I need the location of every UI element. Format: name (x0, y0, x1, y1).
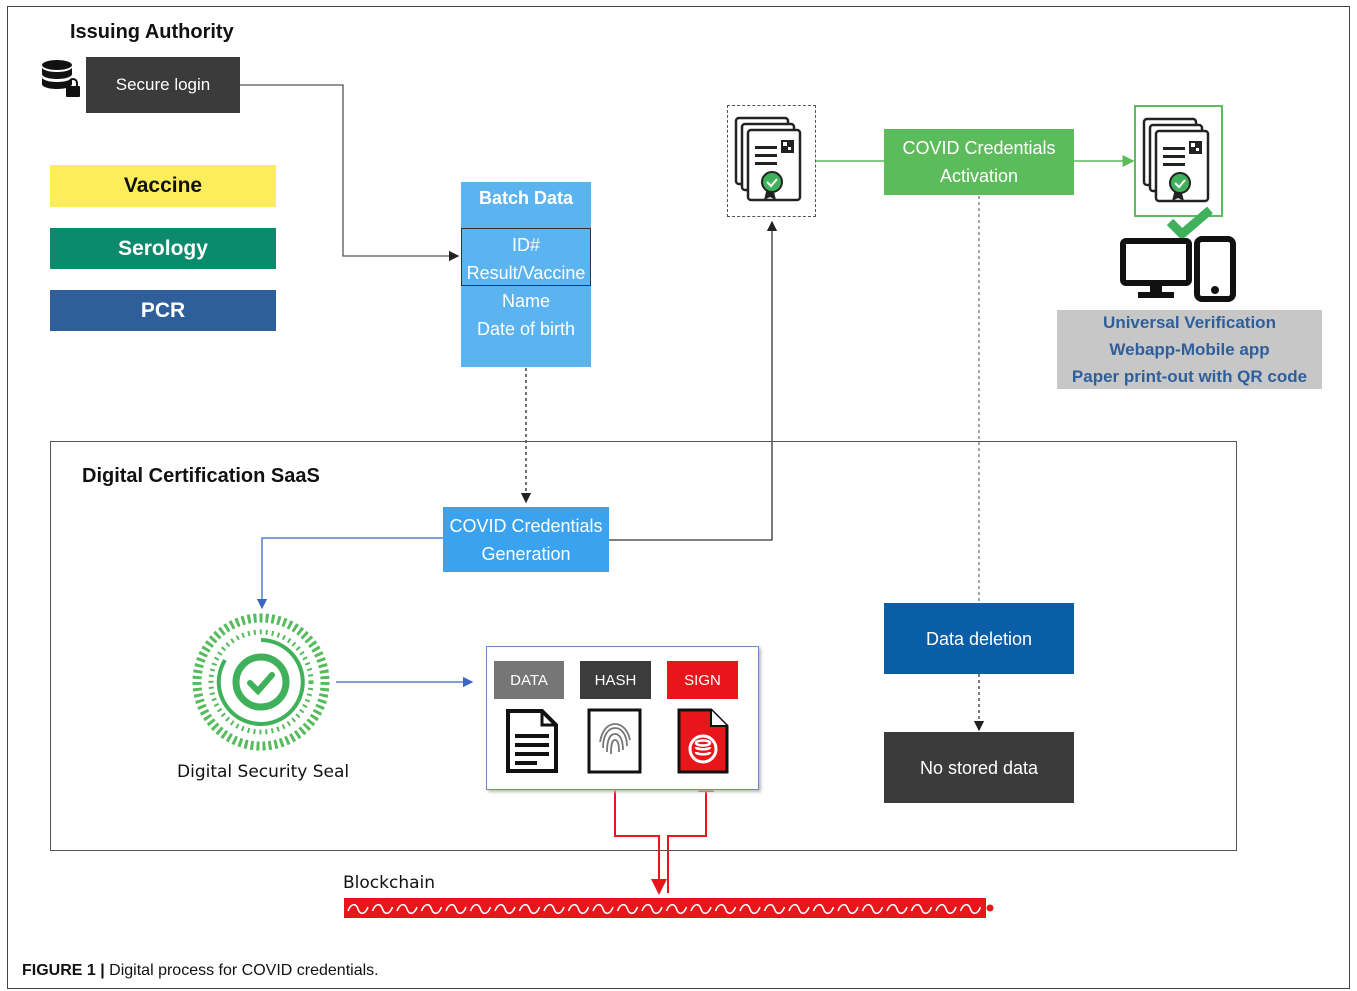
verification-line-1: Universal Verification (1103, 313, 1276, 332)
batch-data-highlight (461, 228, 591, 286)
batch-field-dob: Date of birth (476, 319, 576, 339)
certificate-stack-pending (727, 105, 816, 217)
blockchain-link (616, 903, 639, 915)
legend-serology: Serology (50, 228, 276, 269)
figure-frame (7, 6, 1350, 989)
verification-box: Universal Verification Webapp-Mobile app… (1057, 310, 1322, 389)
blockchain-link (935, 903, 957, 915)
activation-label-line1: COVID Credentials (902, 138, 1056, 158)
blockchain-label: Blockchain (343, 873, 436, 893)
desktop-monitor-icon (1120, 238, 1192, 300)
batch-field-result: Result/Vaccine (466, 263, 586, 283)
blockchain-link (665, 903, 688, 915)
saas-container (50, 441, 1237, 851)
secure-login-label: Secure login (115, 75, 211, 94)
generation-label-line2: Generation (481, 543, 571, 564)
activation-label-line2: Activation (939, 166, 1019, 186)
batch-data-header: Batch Data (478, 187, 574, 208)
generation-box: COVID Credentials Generation (443, 507, 609, 572)
verification-line-2: Webapp-Mobile app (1109, 340, 1270, 359)
blockchain-link (812, 903, 835, 915)
database-lock-icon (40, 58, 82, 100)
legend-serology-label: Serology (118, 236, 208, 260)
step-hash-tag: HASH (580, 661, 651, 699)
step-data-tag: DATA (494, 661, 564, 699)
blockchain-link (445, 903, 467, 915)
document-icon (505, 708, 559, 774)
verified-certificate-icon (1142, 117, 1210, 203)
blockchain-link (494, 903, 516, 915)
secure-login-box[interactable]: Secure login (86, 57, 240, 113)
batch-data-box: Batch Data ID# Result/Vaccine Name Date … (461, 182, 591, 367)
blockchain-link (469, 903, 492, 915)
certificate-stack-icon (734, 116, 802, 202)
blockchain-link (543, 903, 565, 915)
blockchain-chain-icon (344, 895, 994, 921)
blockchain-link (420, 903, 443, 915)
batch-field-name: Name (501, 291, 550, 311)
blockchain-link (396, 903, 418, 915)
issuing-authority-title: Issuing Authority (70, 21, 234, 43)
blockchain-link (886, 903, 908, 915)
certificate-stack-verified (1134, 105, 1223, 217)
blockchain-link (763, 903, 786, 915)
blockchain-link (641, 903, 663, 915)
legend-pcr: PCR (50, 290, 276, 331)
step-sign-tag: SIGN (667, 661, 738, 699)
blockchain-link (788, 903, 810, 915)
caption-prefix: FIGURE 1 | (22, 962, 105, 979)
no-stored-data-box: No stored data (884, 732, 1074, 803)
data-deletion-label: Data deletion (925, 628, 1033, 649)
caption-text: Digital process for COVID credentials. (104, 962, 379, 979)
mobile-phone-icon (1194, 236, 1236, 302)
green-check-icon (1166, 206, 1214, 240)
figure-caption: FIGURE 1 | Digital process for COVID cre… (22, 962, 379, 980)
verification-line-3: Paper print-out with QR code (1071, 367, 1308, 386)
seal-label: Digital Security Seal (177, 762, 350, 782)
blockchain-link (861, 903, 884, 915)
blockchain-link (837, 903, 859, 915)
blockchain-link (347, 903, 369, 915)
blockchain-link (592, 903, 614, 915)
batch-field-id: ID# (511, 235, 540, 255)
blockchain-end (986, 904, 994, 912)
blockchain-link (959, 903, 982, 915)
generation-label-line1: COVID Credentials (449, 515, 603, 536)
signed-document-icon (676, 707, 730, 775)
blockchain-link (371, 903, 394, 915)
blockchain-link (910, 903, 933, 915)
blockchain-link (567, 903, 590, 915)
blockchain-link (714, 903, 737, 915)
saas-title: Digital Certification SaaS (82, 465, 320, 487)
legend-vaccine: Vaccine (50, 165, 276, 207)
blockchain-link (518, 903, 541, 915)
fingerprint-icon (587, 708, 642, 774)
no-stored-data-label: No stored data (919, 757, 1039, 778)
blockchain-link (739, 903, 761, 915)
blockchain-link (690, 903, 712, 915)
data-deletion-box: Data deletion (884, 603, 1074, 674)
activation-box: COVID Credentials Activation (884, 129, 1074, 195)
legend-vaccine-label: Vaccine (123, 174, 203, 197)
legend-pcr-label: PCR (140, 298, 186, 322)
security-seal-icon (192, 613, 330, 751)
